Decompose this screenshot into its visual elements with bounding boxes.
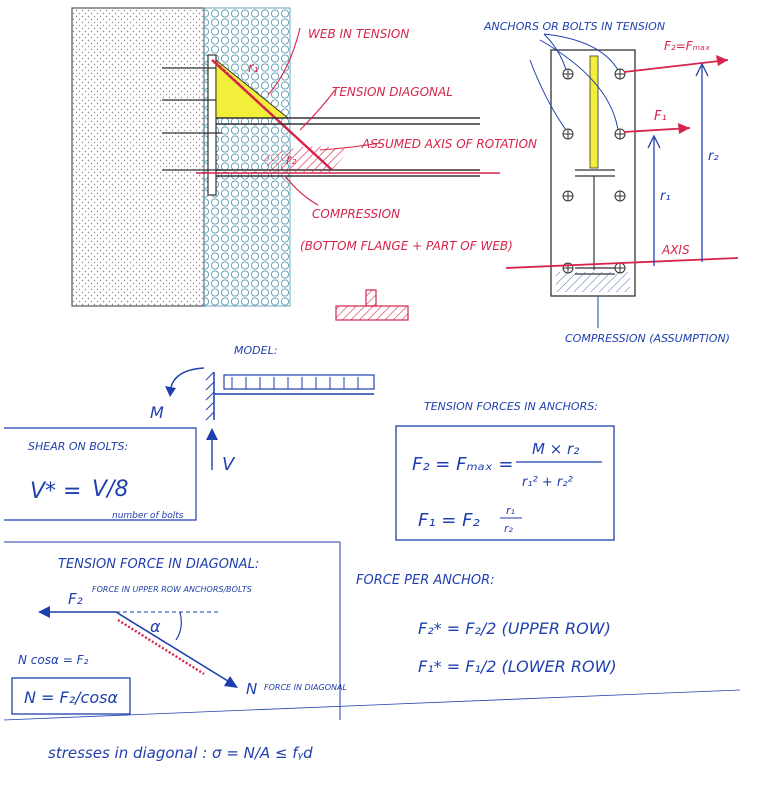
label-number-of-bolts: number of bolts <box>112 511 184 521</box>
f2-star-formula: F₂* = F₂/2 (UPPER ROW) <box>418 619 611 638</box>
label-anchors-bolts: ANCHORS OR BOLTS IN TENSION <box>483 20 665 33</box>
label-shear-on-bolts: SHEAR ON BOLTS: <box>28 440 128 453</box>
tension-formula-box <box>395 425 615 541</box>
label-alpha: α <box>150 617 161 636</box>
label-tension-diagonal: TENSION DIAGONAL <box>332 85 453 99</box>
anchor-bolts <box>162 67 222 171</box>
label-r2: r₂ <box>708 149 719 164</box>
section-divider-bottom <box>3 689 741 721</box>
label-assumed-axis: ASSUMED AXIS OF ROTATION <box>361 137 537 151</box>
axis-line-front <box>505 257 739 269</box>
label-compression: COMPRESSION <box>312 207 400 221</box>
shear-formula-rhs: V/8 <box>92 477 128 502</box>
label-force-upper-row: FORCE IN UPPER ROW ANCHORS/BOLTS <box>92 585 252 594</box>
stresses-formula: stresses in diagonal : σ = N/A ≤ fᵧd <box>48 744 313 762</box>
compression-zone <box>262 146 350 172</box>
n-formula: N = F₂/cosα <box>24 688 118 707</box>
shear-formula-lhs: V* = <box>30 479 81 504</box>
label-lever-r2: r₂ <box>286 153 297 168</box>
leader-lines-right <box>529 33 619 131</box>
web-stiffener-front <box>589 55 599 169</box>
label-model: MODEL: <box>234 344 277 357</box>
diagonal-hatch <box>215 61 301 141</box>
model-beam <box>165 367 375 470</box>
label-n-arrow: N <box>246 680 257 698</box>
label-compression-detail: (BOTTOM FLANGE + PART OF WEB) <box>300 239 513 253</box>
label-f1: F₁ <box>654 109 667 124</box>
lever-arm-arrows <box>647 62 709 266</box>
label-web-in-tension: WEB IN TENSION <box>308 27 409 41</box>
beam <box>216 117 480 177</box>
f1-formula-num: r₁ <box>506 504 515 517</box>
label-force-in-diagonal: FORCE IN DIAGONAL <box>264 683 347 692</box>
label-n-cos-eq: N cosα = F₂ <box>18 653 88 667</box>
label-tension-forces-title: TENSION FORCES IN ANCHORS: <box>424 400 598 413</box>
f1-formula-lhs: F₁ = F₂ <box>418 510 480 531</box>
label-compression-assumption: COMPRESSION (ASSUMPTION) <box>565 332 730 345</box>
compression-zone-front <box>556 272 630 292</box>
bolts-front <box>562 68 626 274</box>
f2-formula-den: r₁² + r₂² <box>522 475 573 490</box>
t-section-icon <box>335 289 409 321</box>
leader-lines-left <box>267 27 381 206</box>
f1-formula-den: r₂ <box>504 522 514 535</box>
force-arrows-front <box>623 55 729 134</box>
label-force-per-anchor: FORCE PER ANCHOR: <box>356 573 495 588</box>
end-plate <box>207 54 217 196</box>
label-f2-arrow: F₂ <box>68 590 83 608</box>
label-shear-v: V <box>222 454 236 475</box>
concrete-wall <box>71 7 205 307</box>
label-axis: AXIS <box>661 243 690 257</box>
n-formula-box <box>11 677 131 715</box>
label-tension-diag-title: TENSION FORCE IN DIAGONAL: <box>58 557 259 572</box>
label-lever-r1: r₁ <box>248 61 259 76</box>
shear-box-frame <box>4 427 197 521</box>
label-f2-fmax: F₂=Fₘₐₓ <box>664 39 710 53</box>
force-diagram <box>38 606 238 688</box>
label-moment: M <box>150 403 164 422</box>
f2-formula-num: M × r₂ <box>532 440 579 458</box>
f2-formula-lhs: F₂ = Fₘₐₓ = <box>412 454 514 475</box>
f1-star-formula: F₁* = F₁/2 (LOWER ROW) <box>418 657 617 676</box>
label-r1: r₁ <box>660 189 671 204</box>
